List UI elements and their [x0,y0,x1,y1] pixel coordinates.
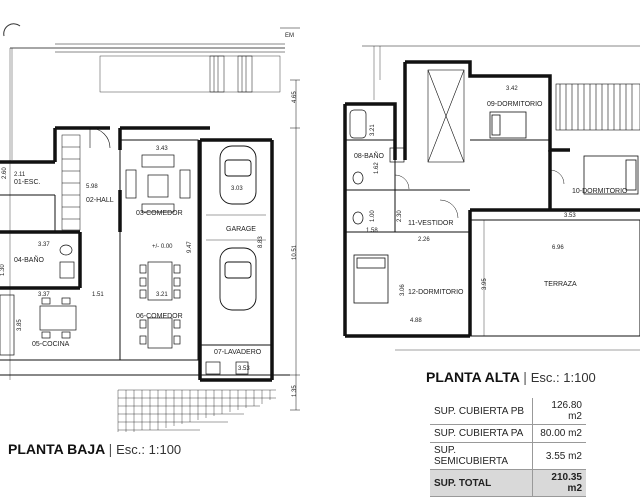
areas-row: SUP. CUBIERTA PA 80.00 m2 [430,424,586,443]
room-label-terraza: TERRAZA [544,281,577,288]
room-label-hall: 02-HALL [86,197,114,204]
ground-floor-labels: 01-ESC. 02-HALL 03-COMEDOR GARAGE 04-BAÑ… [0,91,298,397]
room-label-bano-08: 08-BAÑO [354,151,385,160]
room-label-bano-04: 04-BAÑO [14,255,45,264]
upper-floor-scale: Esc.: 1:100 [530,370,596,385]
areas-table: SUP. CUBIERTA PB 126.80 m2 SUP. CUBIERTA… [430,398,586,497]
dim-gf-d4: 2.60 [2,167,8,179]
garage-cars [206,145,266,311]
dim-gf-d15: 3.53 [238,366,250,372]
dining-table-lower [139,317,181,349]
dim-gf-d14: 3.85 [17,319,23,331]
area-total-value: 210.35 m2 [532,469,586,497]
dim-uf-d4: 1.00 [370,210,376,222]
upper-floor-title-text: PLANTA ALTA [426,369,520,385]
dim-uf-d8: 3.53 [564,213,576,219]
floor-plan-sheet: EM [0,23,640,497]
planter-stripes [209,55,253,93]
dim-uf-d6: 2.30 [397,210,403,222]
room-label-esc: 01-ESC. [14,179,41,186]
dim-gf-d9: 3.37 [38,242,50,248]
areas-total-row: SUP. TOTAL 210.35 m2 [430,469,586,497]
title-separator: | [523,369,527,385]
room-label-comedor-06: 06-COMEDOR [136,313,183,320]
dim-gf-d17: 1.35 [292,385,298,397]
upper-beds [353,111,639,304]
dim-uf-d2: 3.21 [370,124,376,136]
area-value: 126.80 m2 [532,398,586,425]
ground-floor-plan: EM [0,23,300,432]
dim-gf-d11: 3.37 [38,292,50,298]
dim-uf-d5: 1.58 [366,228,378,234]
dim-uf-d11: 3.95 [482,278,488,290]
room-label-vestidor: 11-VESTIDOR [408,220,453,227]
area-label: SUP. SEMICUBIERTA [430,442,533,470]
dim-gf-d13: 3.21 [156,292,168,298]
ground-bathroom-fixtures [59,244,75,279]
ground-floor-title: PLANTA BAJA | Esc.: 1:100 [8,441,181,457]
room-label-dorm-12: 12-DORMITORIO [408,289,464,296]
ground-floor-title-text: PLANTA BAJA [8,441,105,457]
dim-gf-d2: 5.98 [86,184,98,190]
dim-uf-d1: 3.42 [506,86,518,92]
ground-stairs [61,134,81,231]
upper-stairs-void [427,69,640,163]
area-label: SUP. CUBIERTA PB [430,398,533,425]
dim-uf-d3: 1.62 [374,162,380,174]
dim-uf-d10: 3.06 [400,284,406,296]
dim-uf-d12: 4.88 [410,318,422,324]
upper-bath-fixtures [349,109,405,225]
area-value: 80.00 m2 [532,424,586,443]
paving-grid [117,389,276,432]
area-value: 3.55 m2 [532,442,586,470]
dim-gf-d1: 3.43 [156,146,168,152]
dim-uf-d9: 6.96 [552,245,564,251]
room-label-garage: GARAGE [226,226,256,233]
upper-floor-labels: 08-BAÑO 09-DORMITORIO 10-DORMITORIO 11-V… [354,86,628,324]
north-label: EM [285,33,294,39]
areas-row: SUP. SEMICUBIERTA 3.55 m2 [430,442,586,470]
dim-gf-d3: 2.11 [14,172,26,178]
dim-gf-d6: 9.47 [187,241,193,253]
room-label-comedor-03: 03-COMEDOR [136,210,183,217]
upper-floor-plan [343,45,640,351]
dim-uf-d7: 2.26 [418,237,430,243]
area-total-label: SUP. TOTAL [430,469,533,497]
room-label-dorm-09: 09-DORMITORIO [487,101,543,108]
dim-gf-d10: 1.30 [0,264,6,276]
floor-plans-drawing: EM [0,23,640,432]
ground-floor-scale: Esc.: 1:100 [116,442,182,457]
dim-gf-d16: 4.65 [292,91,298,103]
room-label-dorm-10: 10-DORMITORIO [572,188,628,195]
dining-table-upper [139,261,181,301]
dim-gf-d8: 10.51 [292,244,298,260]
areas-row: SUP. CUBIERTA PB 126.80 m2 [430,398,586,425]
title-separator: | [108,441,113,457]
level-mark: +/- 0.00 [152,244,173,250]
compass-arc-icon [3,23,21,37]
room-label-cocina: 05-COCINA [32,341,70,348]
dim-gf-d12: 1.51 [92,292,104,298]
room-label-lavadero: 07-LAVADERO [214,349,262,356]
laundry-fixtures [205,361,249,375]
living-room-furniture [125,154,191,213]
area-label: SUP. CUBIERTA PA [430,424,533,443]
kitchen-table [0,294,77,356]
dim-gf-d7: 8.83 [258,236,264,248]
upper-floor-title: PLANTA ALTA | Esc.: 1:100 [426,369,596,385]
dim-gf-d5: 3.03 [231,186,243,192]
